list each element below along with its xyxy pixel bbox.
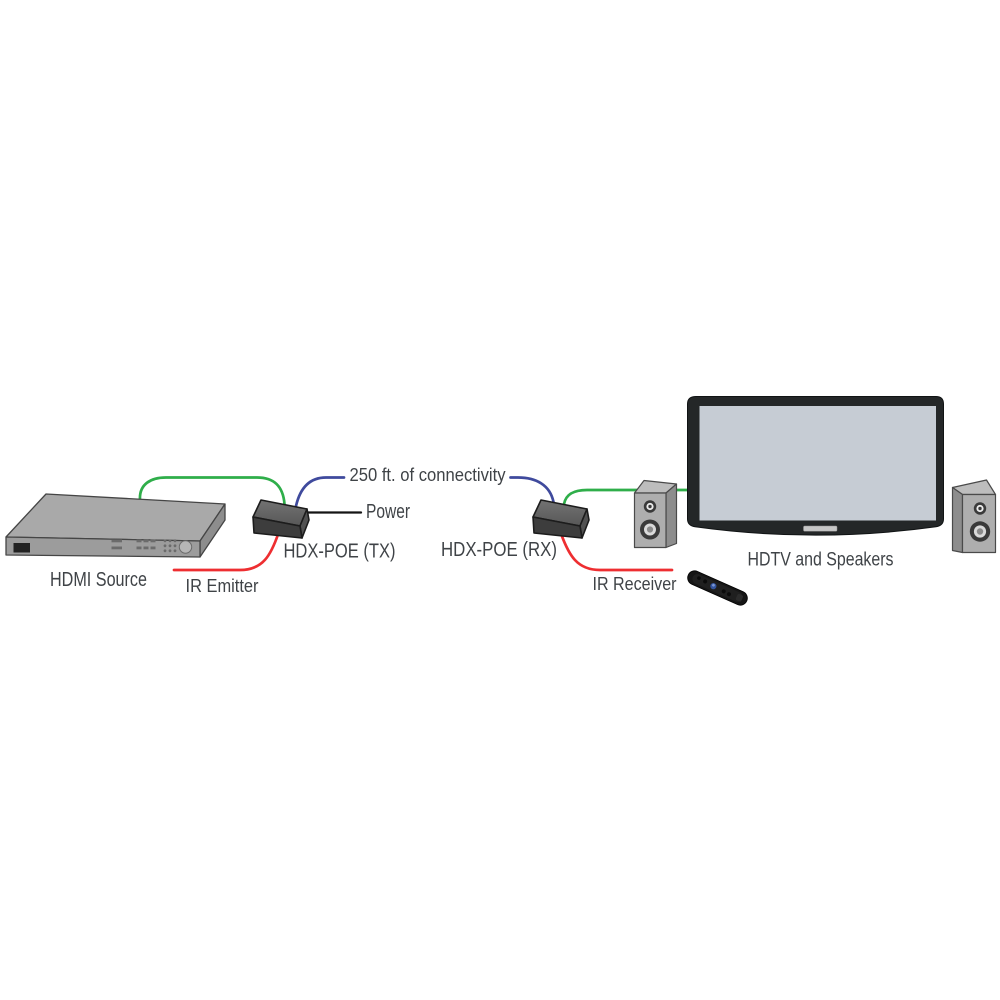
ir-emitter-label: IR Emitter [186, 576, 259, 596]
device-display-slot [13, 543, 30, 553]
hdtv-speakers-label: HDTV and Speakers [748, 550, 894, 571]
tx-box-front-face [252, 516, 303, 539]
speaker-tweeter [643, 500, 657, 513]
rx-extender-box [532, 499, 590, 539]
speaker-woofer [640, 519, 660, 540]
device-buttons [111, 539, 177, 553]
hdmi-source-label: HDMI Source [50, 569, 147, 591]
hdtv [687, 396, 944, 536]
rx-box-front-face [532, 516, 583, 539]
right-speaker [951, 479, 997, 554]
tx-extender-box [252, 499, 310, 539]
connectivity-cable-tx-segment [294, 476, 346, 508]
hdmi-cable-rx-to-tv [562, 488, 693, 506]
speaker-woofer [969, 521, 991, 542]
left-speaker-side-face [665, 483, 678, 549]
hdmi-source-device [5, 493, 226, 558]
device-top-face [5, 493, 226, 542]
hdmi-cable-source-to-tx [138, 476, 286, 506]
ir-emitter-cable [172, 531, 280, 572]
right-speaker-side-face [951, 486, 964, 554]
connectivity-cable-rx-segment [509, 476, 555, 504]
power-label: Power [366, 501, 410, 523]
ir-receiver-label: IR Receiver [593, 574, 677, 594]
tv-screen [699, 406, 936, 521]
rx-label: HDX-POE (RX) [441, 539, 557, 561]
connectivity-label: 250 ft. of connectivity [350, 465, 506, 485]
tv-logo-bar [803, 525, 838, 532]
remote-control [687, 570, 748, 606]
ir-receiver-cable [560, 533, 674, 572]
left-speaker [633, 479, 678, 549]
tx-label: HDX-POE (TX) [284, 541, 396, 563]
device-power-knob [178, 540, 193, 554]
speaker-tweeter [973, 502, 987, 515]
